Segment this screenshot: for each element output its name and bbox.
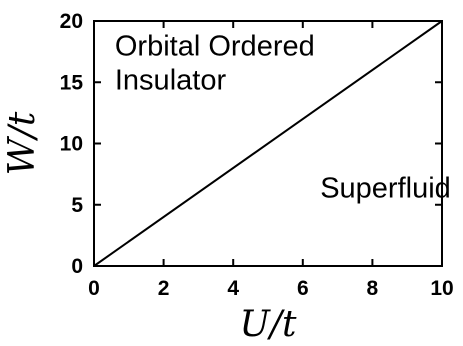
x-tick-label: 4	[227, 277, 239, 300]
y-tick-label: 20	[60, 10, 83, 33]
x-tick-label: 0	[88, 277, 100, 300]
x-tick-label: 2	[158, 277, 170, 300]
region-label: Orbital Ordered	[115, 30, 315, 62]
y-axis-title: W/t	[2, 111, 43, 175]
x-tick-label: 6	[297, 277, 309, 300]
y-tick-label: 10	[60, 133, 83, 156]
region-label: Superfluid	[320, 172, 451, 204]
x-tick-label: 8	[367, 277, 379, 300]
y-tick-label: 15	[60, 71, 84, 94]
x-tick-label: 10	[430, 277, 453, 300]
y-tick-label: 5	[71, 194, 83, 217]
ticks-group: 0 2 4 6 8 10 0 5 10 15 20	[60, 10, 454, 300]
region-label: Insulator	[115, 64, 227, 96]
phase-boundary-line	[93, 20, 443, 267]
x-axis-title: U/t	[240, 304, 297, 345]
series-group	[93, 20, 443, 267]
y-tick-label: 0	[71, 255, 83, 278]
